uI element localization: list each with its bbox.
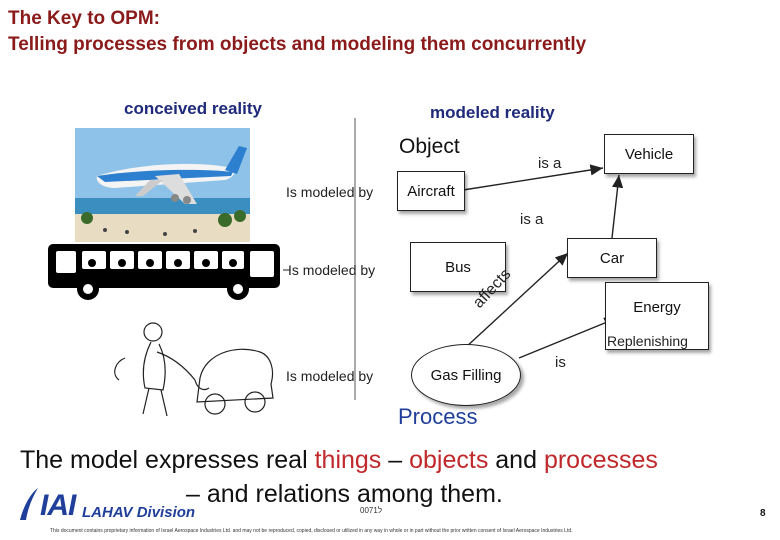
caption-things: things [315, 446, 382, 474]
aircraft-vehicle-arrow [463, 168, 603, 190]
caption-dash: – [381, 446, 409, 474]
vehicle-object-box[interactable]: Vehicle [604, 134, 694, 174]
car-vehicle-arrow [612, 175, 619, 238]
caption-line2: – and relations among them. [186, 480, 503, 509]
gas-filling-process[interactable]: Gas Filling [411, 344, 521, 406]
modeled-by-label-gas: Is modeled by [286, 368, 373, 384]
is-a-label-2: is a [520, 211, 543, 228]
airplane-photo [75, 128, 250, 242]
modeled-by-label-bus: Is modeled by [288, 262, 375, 278]
object-label: Object [399, 135, 460, 159]
caption-and: and [488, 446, 544, 474]
is-a-label-1: is a [538, 155, 561, 172]
car-label: Car [600, 250, 624, 267]
caption-line1: The model expresses real things – object… [20, 446, 658, 475]
modeled-by-label-aircraft: Is modeled by [286, 184, 373, 200]
is-label: is [555, 354, 566, 371]
footer-legal-text: This document contains proprietary infor… [50, 528, 573, 534]
process-label: Process [398, 404, 477, 430]
caption-processes: processes [544, 446, 658, 474]
gas-filling-label: Gas Filling [431, 367, 502, 384]
gas-filling-sketch [105, 318, 277, 420]
lahav-division-label: LAHAV Division [82, 504, 195, 521]
slide-code: 00ל71 [360, 506, 382, 515]
is-arrow [519, 318, 617, 358]
aircraft-label: Aircraft [407, 183, 455, 200]
aircraft-object-box[interactable]: Aircraft [397, 171, 465, 211]
bus-label: Bus [445, 259, 471, 276]
iai-swoosh-icon [16, 486, 40, 522]
caption-objects: objects [409, 446, 488, 474]
vehicle-label: Vehicle [625, 146, 673, 163]
caption-part1: The model expresses real [20, 446, 315, 474]
iai-logo-text: IAI [40, 489, 75, 523]
energy-label: Energy [633, 299, 681, 316]
car-object-box[interactable]: Car [567, 238, 657, 278]
replenishing-label: Replenishing [607, 333, 688, 349]
bus-icon [46, 241, 284, 303]
page-number: 8 [760, 508, 766, 519]
